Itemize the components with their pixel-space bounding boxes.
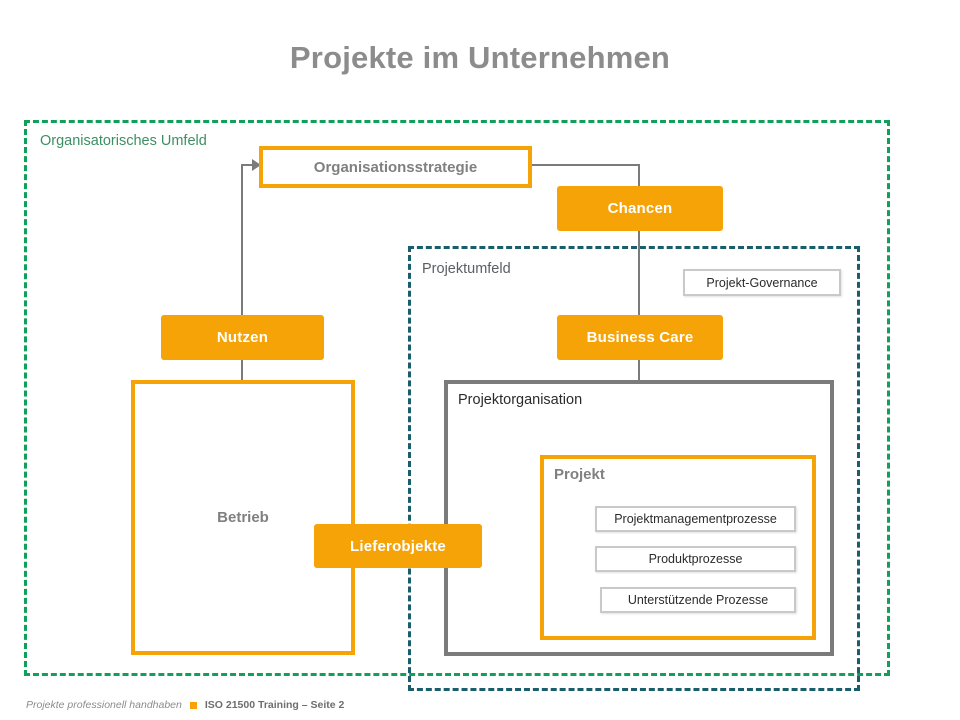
organisational-environment-label: Organisatorisches Umfeld	[40, 133, 207, 149]
footer-right-text: ISO 21500 Training – Seite 2	[204, 699, 345, 711]
box-projektorganisation-label: Projektorganisation	[458, 392, 583, 408]
footer-left-text: Projekte professionell handhaben	[26, 699, 182, 711]
box-organisationsstrategie-label: Organisationsstrategie	[313, 158, 478, 176]
box-projekt-governance-label: Projekt-Governance	[706, 275, 818, 290]
box-lieferobjekte[interactable]: Lieferobjekte	[314, 524, 482, 568]
connector-chancen-to-business-care	[638, 229, 640, 319]
box-produktprozesse[interactable]: Produktprozesse	[595, 546, 796, 572]
box-projektmanagementprozesse-label: Projektmanagementprozesse	[614, 512, 777, 526]
box-chancen[interactable]: Chancen	[557, 186, 723, 231]
connector-strategie-to-chancen-horizontal	[530, 164, 640, 166]
box-projekt-governance[interactable]: Projekt-Governance	[683, 269, 841, 296]
box-unterstuetzende-prozesse-label: Unterstützende Prozesse	[627, 593, 769, 607]
box-nutzen-label: Nutzen	[216, 329, 269, 346]
page-title: Projekte im Unternehmen	[289, 40, 671, 75]
box-projektmanagementprozesse[interactable]: Projektmanagementprozesse	[595, 506, 796, 532]
box-projekt-label: Projekt	[554, 466, 605, 483]
project-environment-label: Projektumfeld	[422, 261, 511, 277]
box-lieferobjekte-label: Lieferobjekte	[350, 537, 446, 555]
box-business-care-label: Business Care	[586, 329, 694, 346]
box-chancen-label: Chancen	[607, 200, 673, 217]
box-nutzen[interactable]: Nutzen	[161, 315, 324, 360]
arrowhead-into-strategie-icon	[252, 159, 261, 171]
connector-strategie-to-chancen-vertical	[638, 164, 640, 190]
connector-nutzen-to-betrieb	[241, 358, 243, 384]
box-business-care[interactable]: Business Care	[557, 315, 723, 360]
box-betrieb-label: Betrieb	[217, 509, 269, 526]
box-produktprozesse-label: Produktprozesse	[648, 552, 743, 566]
connector-nutzen-to-strategie-vertical	[241, 164, 243, 320]
footer: Projekte professionell handhaben ISO 215…	[26, 699, 344, 711]
project-environment-container	[408, 246, 860, 691]
box-unterstuetzende-prozesse[interactable]: Unterstützende Prozesse	[600, 587, 796, 613]
organisational-environment-container	[24, 120, 890, 676]
box-betrieb[interactable]: Betrieb	[131, 380, 355, 655]
footer-square-icon	[189, 701, 197, 709]
box-organisationsstrategie[interactable]: Organisationsstrategie	[259, 146, 532, 188]
